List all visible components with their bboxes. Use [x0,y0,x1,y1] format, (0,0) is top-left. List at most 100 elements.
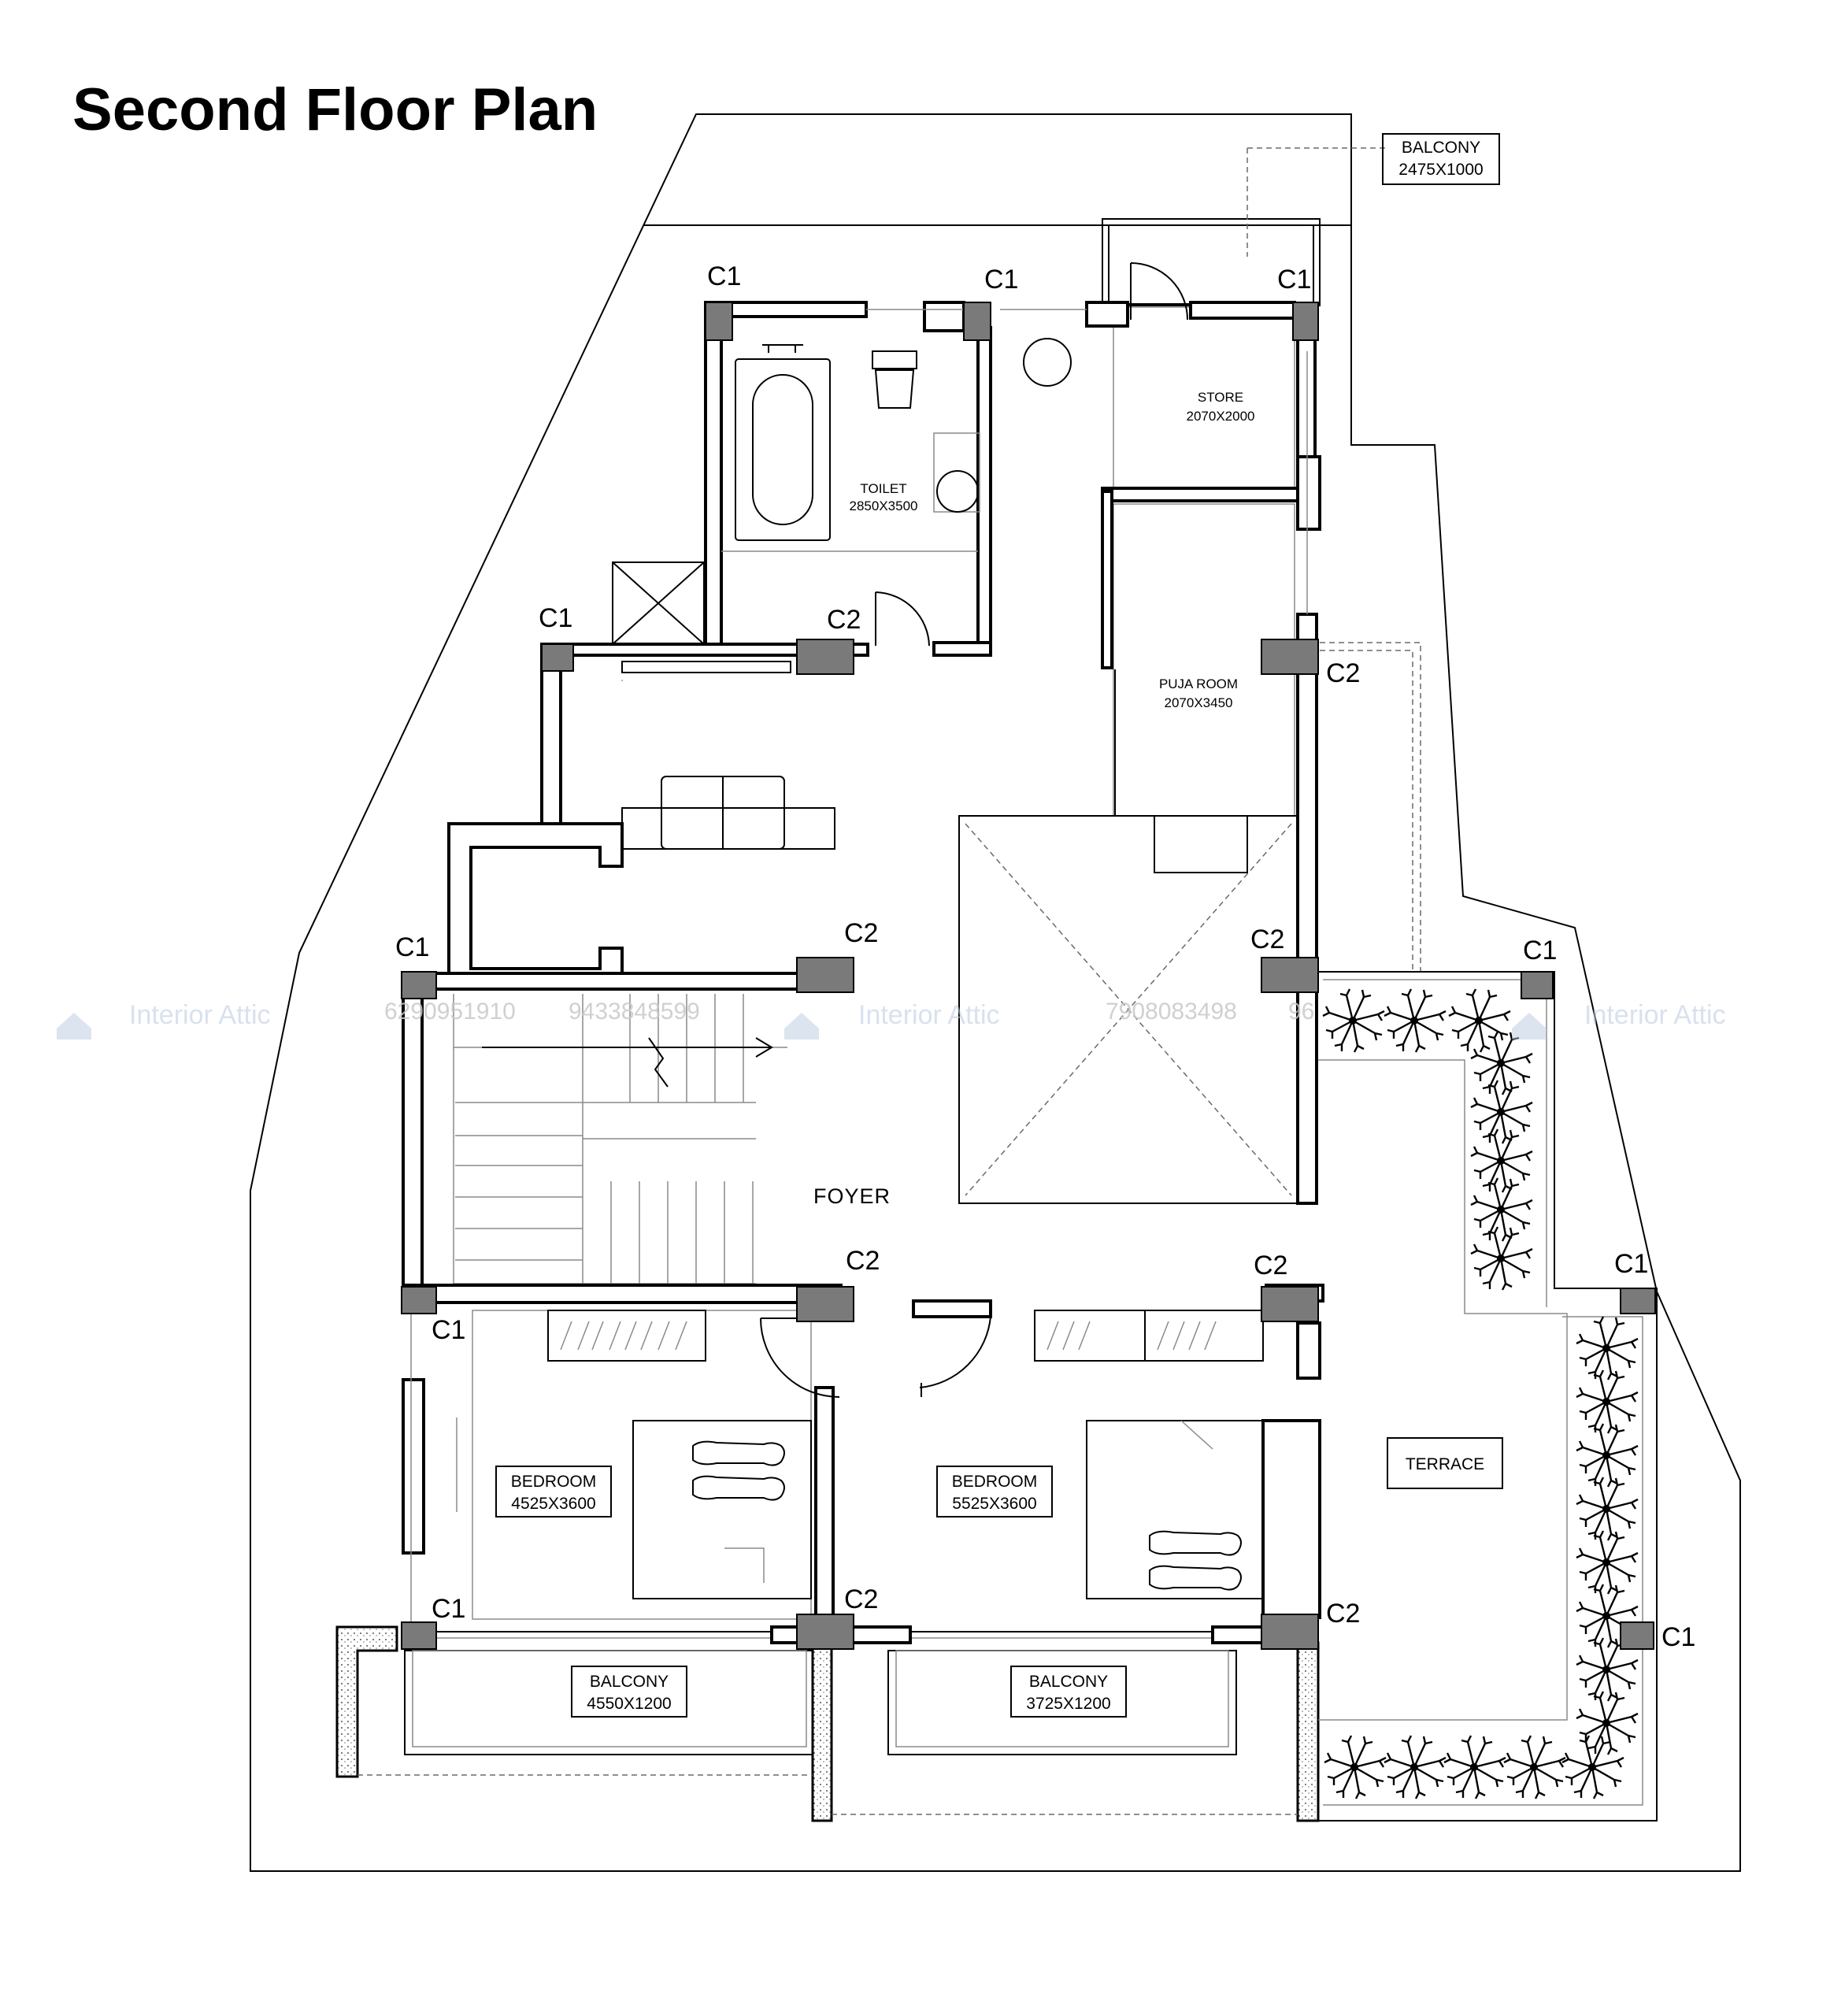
watermark-phone: 6290951910 [384,999,516,1025]
sofa-base [621,807,835,850]
bed-right [1086,1420,1264,1599]
wardrobe-right [1034,1310,1264,1362]
bedroom-partition [814,1386,835,1625]
stair-wall-left [402,983,424,1301]
column-c1 [705,302,733,341]
column-label-c1: C1 [707,261,741,291]
column-label-c2: C2 [1254,1251,1287,1280]
bedroom-left-tag [495,1466,612,1518]
store-size: 2070X2000 [1187,409,1255,424]
balcony-left-size: 4550X1200 [587,1695,671,1713]
living-wall-left [540,643,562,825]
plant-shrubs [1321,988,1639,1800]
column-c2 [796,639,854,675]
wall-stub [923,301,965,332]
stair-wall-top [402,972,846,991]
watermark-phone: 9433848599 [569,999,700,1025]
column-c2 [796,1286,854,1322]
column-label-c2: C2 [844,918,878,948]
bedroom-right-size: 5525X3600 [952,1495,1036,1513]
house-logo-icon [57,1013,91,1040]
wall-stub [1085,301,1129,328]
wardrobe-left [547,1310,706,1362]
toilet-size: 2850X3500 [850,498,918,513]
puja-platform [1154,815,1248,873]
puja-name: PUJA ROOM [1159,676,1238,691]
wc-seat [874,369,915,409]
column-c1 [401,1621,437,1650]
column-c1 [963,302,991,341]
puja-wall-left [1101,490,1113,669]
bed-left [632,1420,812,1599]
right-wall-main [1296,613,1318,1205]
watermark: Interior Attic 6290951910 9433848599 Int… [57,999,1726,1040]
column-label-c2: C2 [846,1246,880,1276]
bed-fold [724,1547,765,1583]
watermark-brand: Interior Attic [1584,1000,1726,1030]
wall-shelf [621,661,791,673]
terrace-name: TERRACE [1406,1455,1484,1473]
column-c1 [1620,1288,1656,1314]
column-label-c1: C1 [1277,265,1311,295]
staircase [453,994,787,1284]
plot-boundary [250,113,1741,1872]
lift-wall [447,822,624,989]
slab-edge [357,1774,1298,1815]
column-c1 [541,643,574,672]
column-label-c1: C1 [984,265,1018,295]
balcony-right-size: 3725X1200 [1026,1695,1110,1713]
toilet-wall-bottom [932,641,992,657]
balcony-top-tag [1382,133,1500,185]
column-label-c1: C1 [1661,1622,1695,1652]
column-c1 [1292,302,1319,341]
column-label-c1: C1 [395,932,429,962]
balcony-left-inner [412,1650,807,1747]
right-bedroom-wall [1261,1419,1321,1619]
foyer-label: FOYER [813,1184,891,1208]
terrace-tag [1387,1437,1503,1489]
column-c2 [796,1614,854,1650]
column-label-c1: C1 [432,1594,465,1624]
cutout-cross [965,823,1292,1196]
column-label-c2: C2 [1326,658,1360,688]
bath-tap [762,344,803,353]
bedroom-wall-top-left [402,1284,843,1304]
puja-size: 2070X3450 [1165,695,1233,710]
column-c1 [1620,1621,1654,1650]
column-label-c2: C2 [844,1584,878,1614]
balcony-left-parapet [335,1625,398,1778]
wardrobe-hatch [560,1321,687,1351]
wc-tank [872,350,917,369]
bedroom-right-tag [936,1466,1053,1518]
balcony-top-size: 2475X1000 [1398,161,1483,179]
column-c2 [1261,1286,1319,1322]
column-c2 [796,957,854,993]
column-label-c2: C2 [1250,925,1284,954]
column-label-c1: C1 [539,603,572,633]
store-door-swing [1130,262,1188,321]
toilet-door-swing [875,591,930,647]
projection-dash [1320,650,1413,972]
duct-cross [612,561,705,645]
wall-pier [1296,1321,1321,1380]
balcony-left-tag [571,1666,687,1718]
store-name: STORE [1198,390,1243,405]
washbasin-counter [933,432,980,513]
terrace-outline [1317,971,1658,1821]
balcony-right-tag [1010,1666,1127,1718]
house-logo-icon [784,1013,819,1040]
column-label-c2: C2 [827,605,861,635]
shower-icon [1023,338,1072,387]
bedroom-left-name: BEDROOM [511,1473,597,1491]
right-wall-pier [1296,455,1321,531]
wardrobe-hatch [1047,1321,1217,1351]
watermark-phone: 7908083498 [1106,999,1237,1025]
column-c1 [1521,971,1554,999]
bedroom-right-name: BEDROOM [952,1473,1038,1491]
toilet-name: TOILET [860,481,906,496]
column-c2 [1261,957,1319,993]
bedroom-wall-stub [912,1299,992,1318]
terrace-wall [1296,1641,1320,1822]
person-icon [692,1440,785,1501]
balcony-right-name: BALCONY [1029,1673,1108,1691]
